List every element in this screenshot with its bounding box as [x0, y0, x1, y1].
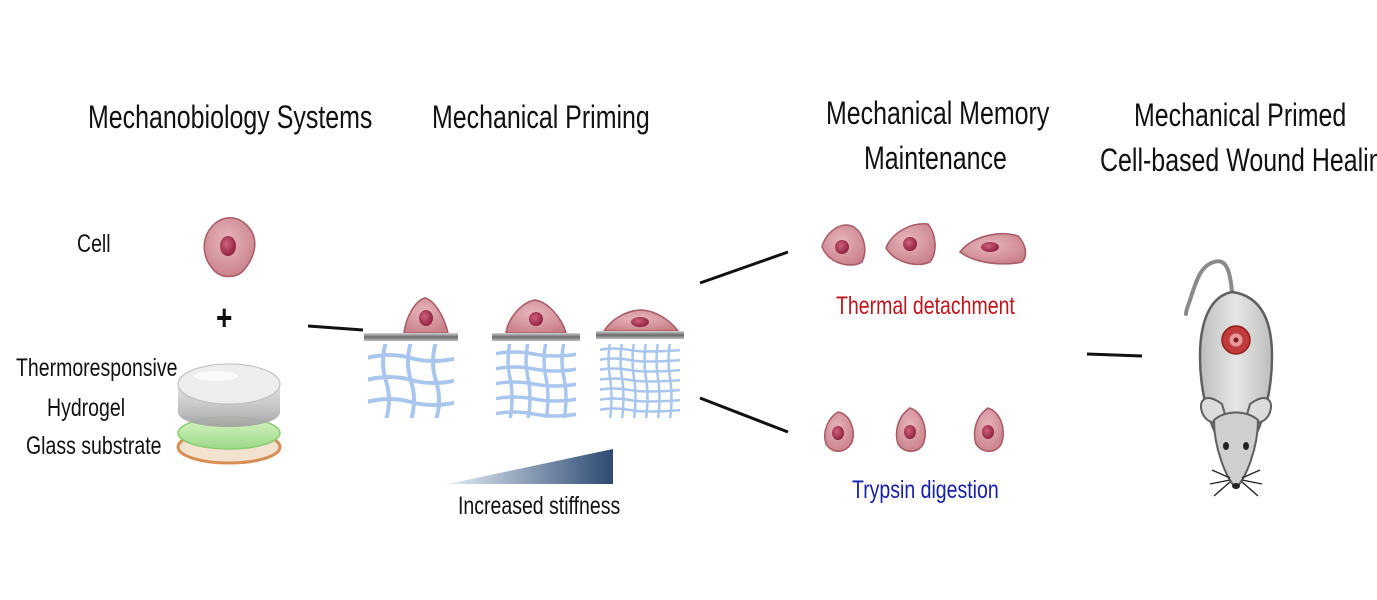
heading-wound-healing-line1: Mechanical Primed — [1134, 97, 1347, 133]
heading-wound-healing-line2: Cell-based Wound Healing — [1100, 142, 1377, 178]
connector-2-lower — [699, 396, 789, 434]
thermal-cell-2 — [885, 223, 936, 266]
trypsin-cell-1 — [824, 411, 854, 452]
primed-unit-medium — [492, 299, 580, 418]
layer-label-hydrogel: Hydrogel — [47, 394, 126, 422]
mouse-icon — [1184, 259, 1274, 497]
stiffness-gradient-wedge — [448, 449, 613, 484]
cell-icon — [203, 217, 256, 278]
heading-mechanical-memory-line1: Mechanical Memory — [826, 95, 1050, 131]
substrate-stack-icon — [176, 363, 282, 465]
trypsin-cell-3 — [973, 407, 1004, 452]
stiffness-label: Increased stiffness — [458, 492, 621, 520]
heading-mechanical-memory-line2: Maintenance — [864, 140, 1007, 176]
heading-mechanical-priming: Mechanical Priming — [432, 99, 650, 135]
cell-label: Cell — [77, 230, 111, 258]
trypsin-digestion-label: Trypsin digestion — [852, 476, 999, 504]
layer-label-thermoresponsive: Thermoresponsive — [16, 354, 178, 382]
layer-label-glass-substrate: Glass substrate — [26, 432, 162, 460]
trypsin-cell-2 — [895, 407, 926, 452]
plus-sign: + — [216, 297, 233, 338]
wound-icon — [1221, 325, 1251, 355]
connector-3 — [1086, 352, 1143, 358]
heading-mechanobiology-systems: Mechanobiology Systems — [88, 99, 373, 135]
thermal-cell-3 — [958, 233, 1027, 265]
thermal-detachment-label: Thermal detachment — [836, 292, 1015, 320]
connector-1 — [307, 324, 364, 332]
connector-2-upper — [699, 250, 789, 285]
thermal-cell-1 — [821, 224, 866, 266]
primed-unit-stiff — [596, 309, 684, 418]
primed-unit-soft — [364, 297, 458, 418]
